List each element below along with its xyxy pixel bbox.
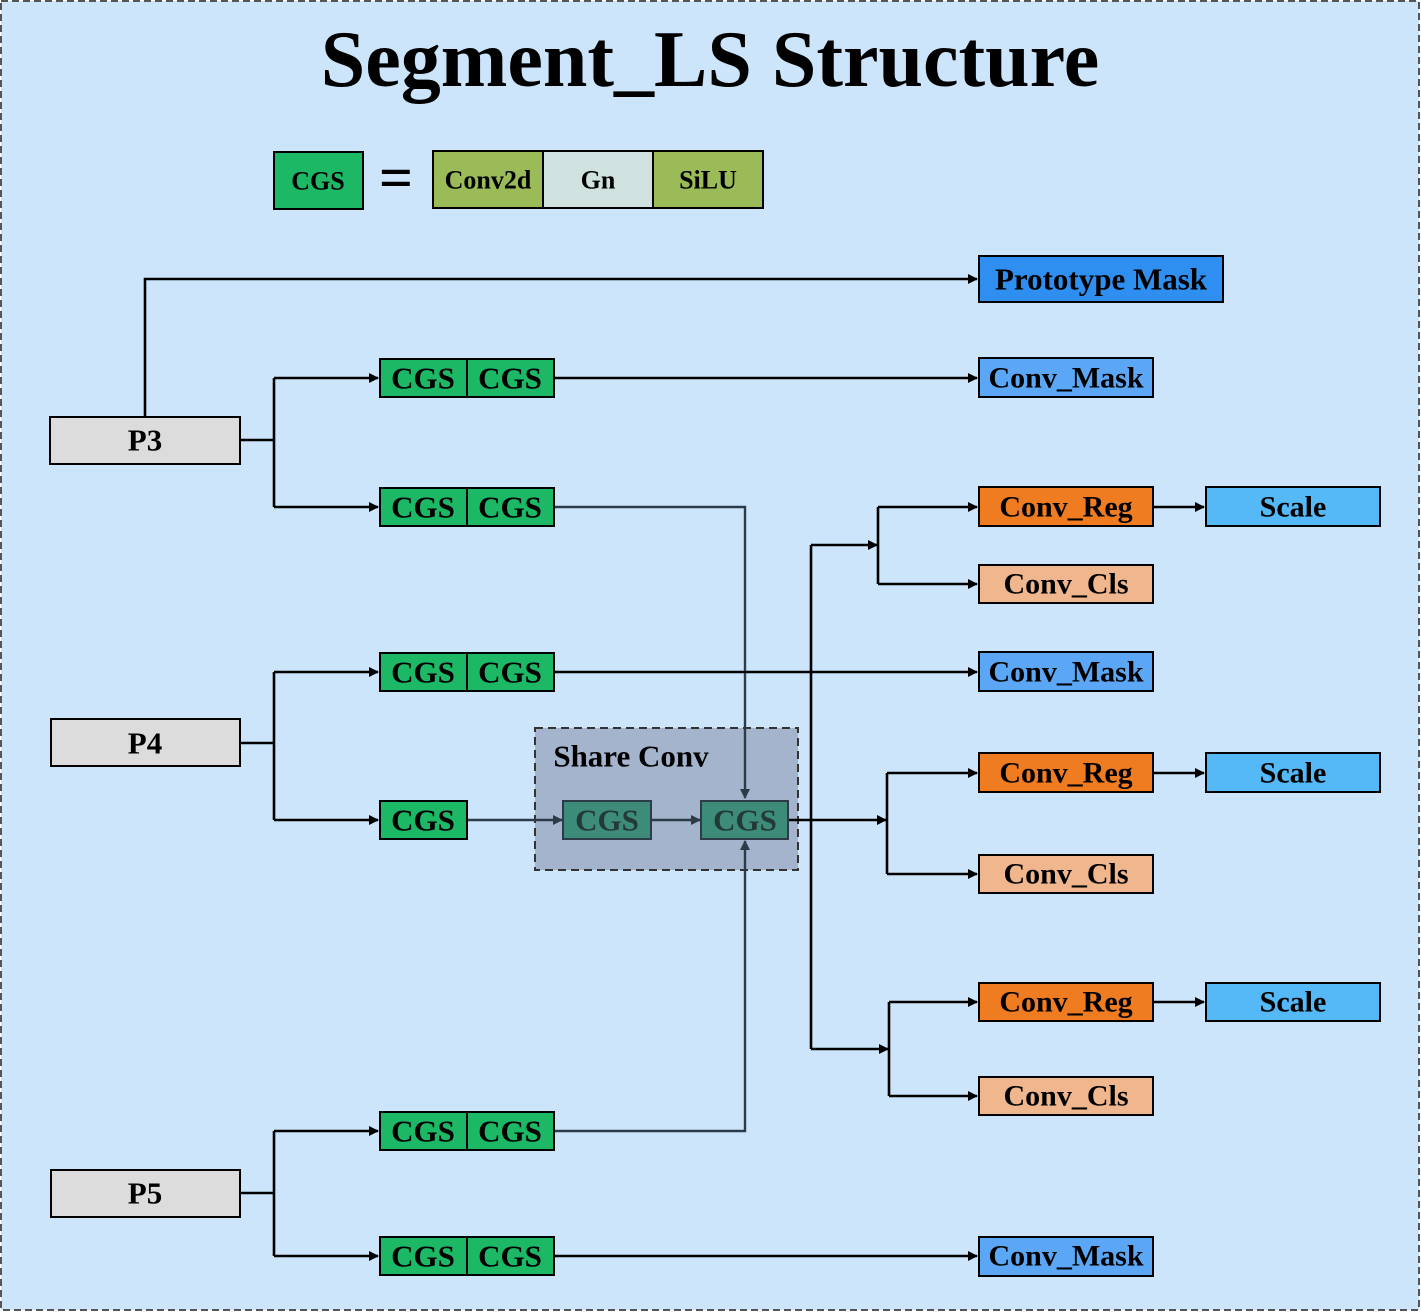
conv-reg-box: [978, 752, 1154, 793]
cgs-blocks: CGS CGS CGS CGS CGS CGS CGS CGS CGS CGS …: [379, 358, 789, 1276]
conv-mask-label: Conv_Mask: [988, 1240, 1143, 1273]
scale-box: [1205, 486, 1381, 527]
conv-mask-label: Conv_Mask: [988, 656, 1143, 689]
p5-label: P5: [128, 1176, 162, 1211]
cgs-block: [379, 358, 468, 398]
conv-cls-box: [978, 854, 1154, 894]
share-conv-region: [534, 727, 799, 871]
cgs-block: [466, 1111, 555, 1151]
prototype-mask-box: [978, 255, 1224, 303]
legend-silu-label: SiLU: [679, 166, 737, 195]
output-heads: Prototype Mask Conv_Mask Conv_Reg Scale …: [978, 255, 1381, 1277]
conv-mask-label: Conv_Mask: [988, 362, 1143, 395]
share-cgs-block: [700, 800, 789, 840]
conv-reg-label: Conv_Reg: [999, 757, 1132, 790]
legend-conv2d-label: Conv2d: [445, 166, 532, 195]
conv-reg-box: [978, 982, 1154, 1022]
p5-box: [50, 1169, 241, 1218]
conv-reg-box: [978, 486, 1154, 527]
conv-reg-label: Conv_Reg: [999, 491, 1132, 524]
cgs-block: [466, 652, 555, 692]
conv-cls-box: [978, 564, 1154, 604]
cgs-label: CGS: [391, 361, 455, 396]
cgs-block: [379, 800, 468, 840]
diagram-title: Segment_LS Structure: [321, 16, 1099, 104]
legend-equals: =: [379, 145, 413, 211]
cgs-label: CGS: [478, 1239, 542, 1274]
cgs-label: CGS: [391, 655, 455, 690]
cgs-label: CGS: [478, 361, 542, 396]
conv-cls-label: Conv_Cls: [1003, 1080, 1128, 1113]
p4-box: [50, 718, 241, 767]
input-nodes: P3 P4 P5: [49, 416, 241, 1218]
scale-label: Scale: [1260, 757, 1327, 790]
legend-cgs-box: [273, 151, 364, 210]
p3-box: [49, 416, 241, 465]
cgs-block: [466, 358, 555, 398]
legend-conv2d-box: [432, 150, 544, 209]
cgs-label: CGS: [391, 1114, 455, 1149]
conv-cls-label: Conv_Cls: [1003, 858, 1128, 891]
cgs-label: CGS: [478, 655, 542, 690]
scale-box: [1205, 982, 1381, 1022]
share-cgs-label: CGS: [575, 803, 639, 838]
wire-p5-to-share: [554, 840, 750, 1133]
conv-reg-label: Conv_Reg: [999, 986, 1132, 1019]
legend-silu-box: [652, 150, 764, 209]
wire-p3-to-share: [554, 505, 750, 799]
share-cgs-block: [562, 800, 652, 840]
share-cgs-label: CGS: [713, 803, 777, 838]
cgs-label: CGS: [478, 490, 542, 525]
prototype-mask-label: Prototype Mask: [995, 262, 1208, 297]
cgs-block: [379, 487, 468, 527]
legend: CGS = Conv2d Gn SiLU: [273, 145, 764, 211]
cgs-label: CGS: [391, 490, 455, 525]
conv-cls-box: [978, 1076, 1154, 1116]
p3-label: P3: [128, 423, 162, 458]
scale-box: [1205, 752, 1381, 793]
conv-mask-box: [978, 357, 1154, 398]
p4-label: P4: [128, 726, 162, 761]
scale-label: Scale: [1260, 491, 1327, 524]
conv-cls-label: Conv_Cls: [1003, 568, 1128, 601]
cgs-label: CGS: [391, 803, 455, 838]
conv-mask-box: [978, 651, 1154, 692]
cgs-block: [466, 1236, 555, 1276]
legend-cgs-label: CGS: [291, 167, 344, 196]
conv-mask-box: [978, 1236, 1154, 1277]
cgs-label: CGS: [478, 1114, 542, 1149]
legend-gn-label: Gn: [581, 166, 616, 195]
cgs-label: CGS: [391, 1239, 455, 1274]
share-conv-label: Share Conv: [553, 739, 709, 774]
connectors: [143, 274, 1205, 1261]
scale-label: Scale: [1260, 986, 1327, 1019]
cgs-block: [379, 1236, 468, 1276]
cgs-block: [466, 487, 555, 527]
wire-p3-prototype: [143, 274, 978, 417]
